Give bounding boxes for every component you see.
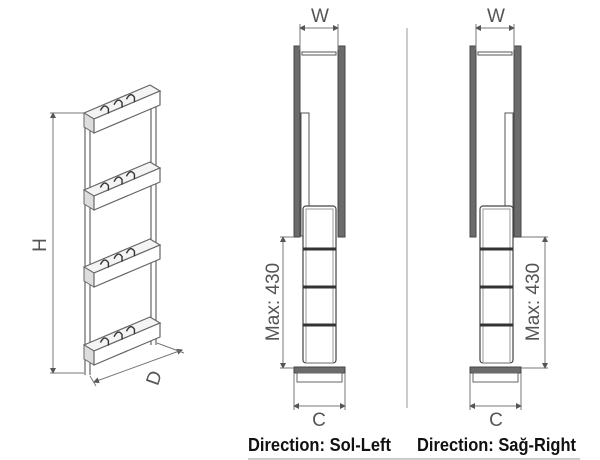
mounting-foot [472, 372, 519, 383]
basket [82, 84, 162, 134]
basket-hook [99, 105, 110, 114]
shelf [480, 323, 513, 327]
basket-hook [99, 182, 110, 191]
height-dimension: H [30, 112, 84, 374]
basket-hook [113, 331, 123, 340]
basket-hook [113, 99, 123, 108]
basket-hook [99, 337, 110, 346]
shelf [303, 323, 336, 327]
max-extension-label-right: Max: 430 [523, 263, 544, 341]
base-plate [293, 366, 346, 374]
shelf [480, 247, 513, 251]
basket [82, 161, 162, 211]
basket-hook [125, 171, 136, 180]
height-label: H [30, 238, 51, 252]
mounting-foot [296, 372, 343, 383]
basket-hook [113, 176, 123, 185]
shelf [303, 247, 336, 251]
basket-hook [125, 94, 136, 103]
depth-label: D [143, 368, 167, 388]
direction-left-label: Direction: Sol-Left [248, 435, 391, 455]
base-plate [469, 366, 522, 374]
perspective-view: H D [30, 84, 185, 388]
cabinet-side-panel [469, 45, 477, 238]
cabinet-side-panel [513, 45, 522, 238]
width-label-right: W [487, 6, 505, 27]
direction-right-label: Direction: Sağ-Right [417, 435, 576, 455]
basket-hook [99, 259, 110, 268]
front-view-right [469, 24, 548, 410]
cabinet-side-panel [337, 45, 346, 238]
front-view-left [280, 24, 346, 410]
shelf [480, 285, 513, 289]
basket-hook [113, 253, 123, 262]
cabinet-side-panel [293, 45, 301, 238]
depth-dimension: D [89, 342, 185, 388]
basket [82, 238, 162, 288]
cabinet-width-label-left: C [312, 410, 326, 431]
basket [82, 316, 162, 366]
basket-unit [479, 205, 514, 364]
shelf [303, 285, 336, 289]
posts [84, 88, 157, 375]
baskets [82, 84, 162, 366]
basket-hook [125, 326, 136, 335]
basket-hook [125, 248, 136, 257]
max-extension-label-left: Max: 430 [263, 263, 284, 341]
top-rail [301, 51, 337, 56]
basket-front [93, 167, 161, 211]
width-label-left: W [311, 6, 329, 27]
top-rail [477, 51, 513, 56]
basket-unit [302, 205, 337, 364]
cabinet-width-label-right: C [489, 410, 503, 431]
basket-front [93, 90, 161, 134]
basket-front [93, 244, 161, 288]
